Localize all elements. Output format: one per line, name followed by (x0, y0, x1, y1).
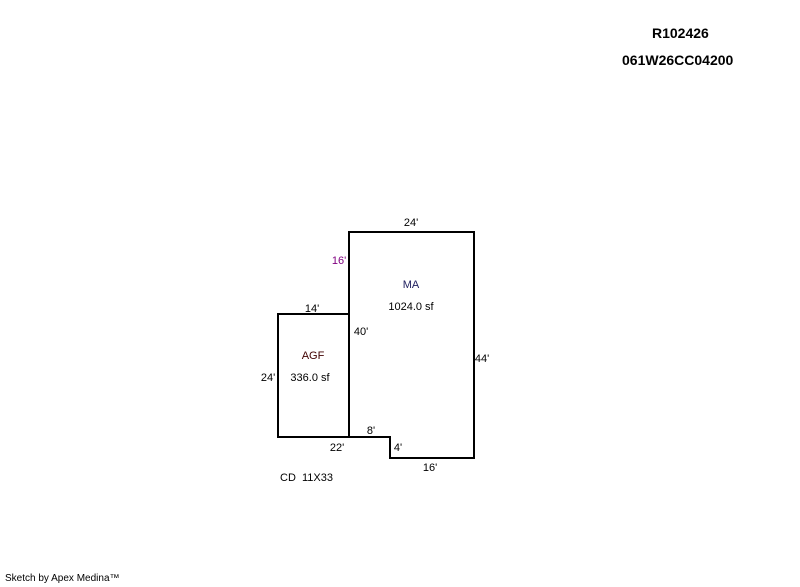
dim-notch-side: 4' (394, 442, 402, 454)
dim-agf-bottom: 22' (330, 442, 344, 454)
dim-notch-top: 8' (367, 425, 375, 437)
dim-agf-left: 24' (261, 372, 275, 384)
area-ma-size: 1024.0 sf (388, 301, 434, 313)
dim-ma-left-upper: 16' (332, 255, 346, 267)
area-agf-size: 336.0 sf (290, 372, 330, 384)
dim-ma-bottom: 16' (423, 462, 437, 474)
dim-shared-wall: 40' (354, 326, 368, 338)
parcel-id: 061W26CC04200 (622, 52, 734, 68)
area-ma-label: MA (403, 279, 420, 291)
area-agf-label: AGF (302, 350, 325, 362)
footer-credit: Sketch by Apex Medina™ (5, 573, 120, 584)
dim-ma-right: 44' (475, 353, 489, 365)
dim-agf-top: 14' (305, 303, 319, 315)
account-id: R102426 (652, 25, 709, 41)
dim-ma-top: 24' (404, 217, 418, 229)
sketch-note: CD 11X33 (280, 472, 333, 484)
agf-outline (277, 313, 350, 438)
